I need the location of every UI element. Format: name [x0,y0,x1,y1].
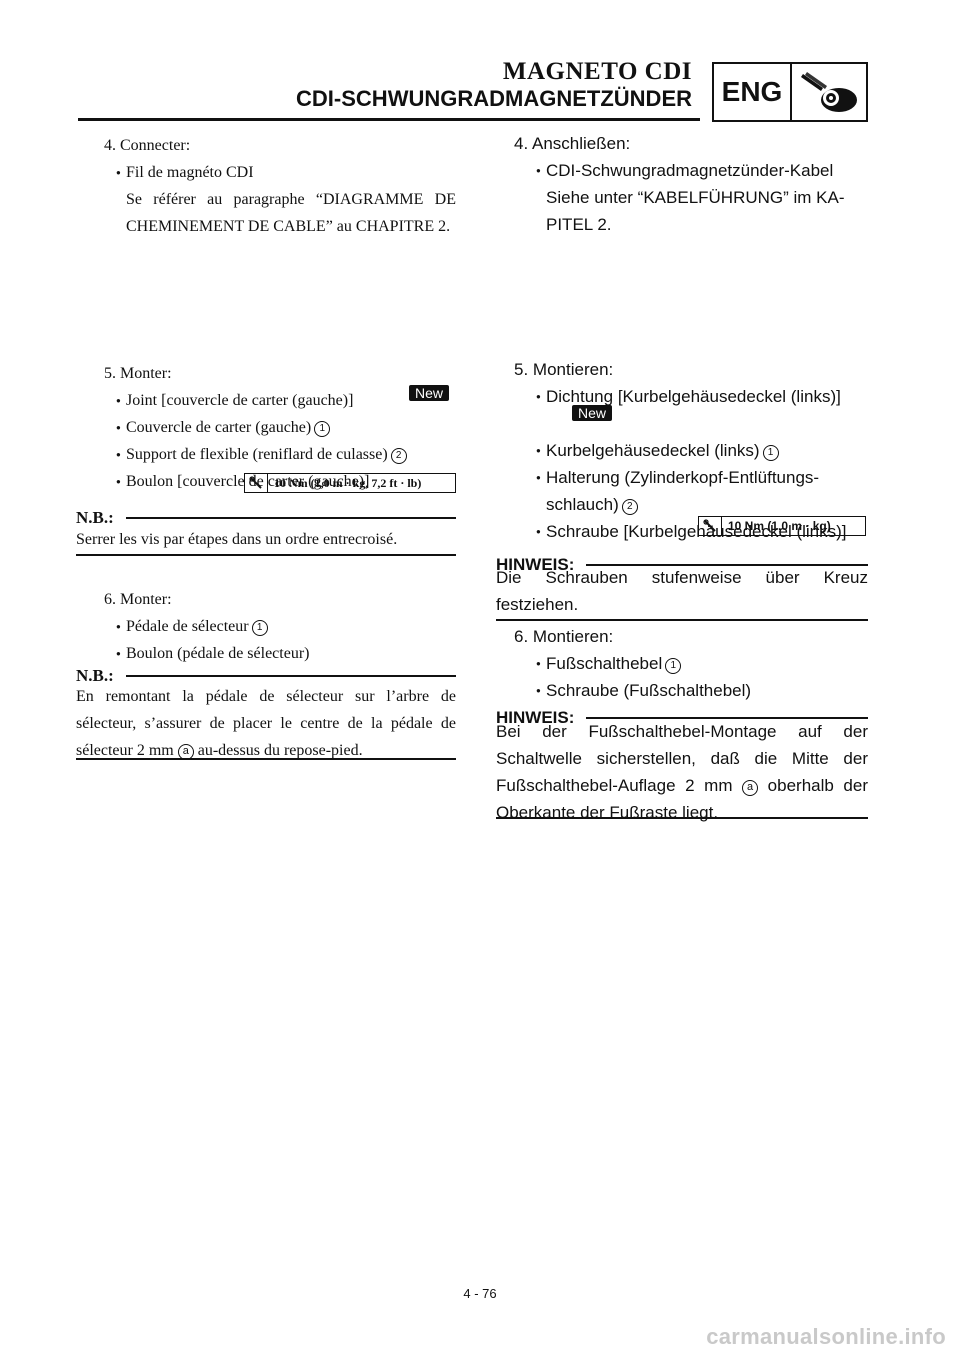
ref-marker-1: 1 [665,658,682,674]
ref-marker-1: 1 [251,620,268,636]
fr-note2-body: En remontant la pédale de sélecteur sur … [76,688,456,760]
electrical-coil-icon [792,64,866,120]
fr-step5-bullet-gasket: Joint [couvercle de carter (gauche)] [76,387,456,414]
fr-step4: 4. Connecter: Fil de magnéto CDI Se réfé… [76,132,456,240]
fr-step4-title: 4. Connecter: [104,137,191,154]
wrench-icon [699,517,722,535]
de-note2-heading: HINWEIS: [496,708,868,728]
fr-note1-rule [76,554,456,556]
ref-marker-2: 2 [390,448,407,464]
ref-marker-1: 1 [762,445,779,461]
fr-note2-rule [76,758,456,760]
de-note2-body: Bei der Fußschalthebel-Montage auf der S… [496,722,868,822]
de-step4-bullet: CDI-Schwungradmagnetzünder-Kabel [496,157,868,184]
de-step6-bullet-bolt: Schraube (Fußschalthebel) [496,677,868,704]
fr-note1-heading: N.B.: [76,508,456,528]
fr-step4-reference: Se référer au paragraphe “DIAGRAMME DE C… [126,191,456,235]
de-step5-bullet-holder-cont: schlauch)2 [496,491,868,518]
watermark: carmanualsonline.info [706,1324,946,1349]
fr-step5-bullet-holder: Support de flexible (reniflard de culass… [76,441,456,468]
de-note1-body: Die Schrauben stufenweise über Kreuz fes… [496,568,868,614]
fr-step4-bullet: Fil de magnéto CDI [76,159,456,186]
de-step6-title: 6. Montieren: [514,627,614,646]
wrench-icon [245,474,268,492]
de-step4-reference-line1: Siehe unter “KABELFÜHRUNG” im KA- [546,188,845,207]
de-step5-bullet-gasket: Dichtung [Kurbelgehäusedeckel (links)] [496,383,868,410]
de-step4: 4. Anschließen: CDI-Schwungradmagnetzünd… [496,130,868,238]
chapter-label: ENG [714,64,792,120]
chapter-badge: ENG [712,62,868,122]
de-step5-bullet-holder: Halterung (Zylinderkopf-Entlüftungs- [496,464,868,491]
fr-step6-bullet-bolt: Boulon (pédale de sélecteur) [76,640,456,667]
ref-marker-1: 1 [314,421,331,437]
de-torque-spec: 10 Nm (1,0 m · kg) [698,516,866,536]
de-step5-bullet-bolt: Schraube [Kurbelgehäusedeckel (links)] [496,518,868,545]
new-part-badge: New [572,405,613,421]
page-number: 4 - 76 [463,1286,497,1301]
de-note2-rule [496,817,868,819]
de-step5: 5. Montieren: Dichtung [Kurbelgehäusedec… [496,356,868,545]
de-new-badge-row [496,410,868,437]
fr-torque-spec: 10 Nm (1,0 m · kg, 7,2 ft · lb) [244,473,456,493]
fr-step5-bullet-cover: Couvercle de carter (gauche)1 [76,414,456,441]
section-title-de: CDI-SCHWUNGRADMAGNETZÜNDER [296,86,692,111]
de-note1-rule [496,619,868,621]
fr-note2-heading: N.B.: [76,666,456,686]
de-step5-bullet-cover: Kurbelgehäusedeckel (links)1 [496,437,868,464]
de-step4-reference-line2: PITEL 2. [546,215,612,234]
ref-marker-2: 2 [621,499,638,515]
header-rule [78,118,700,121]
de-step4-title: 4. Anschließen: [514,134,631,153]
fr-step6-title: 6. Monter: [104,591,172,608]
fr-step5-bullet-bolt: Boulon [couvercle de carter (gauche)] [76,468,456,495]
section-title-en: MAGNETO CDI [502,58,692,85]
de-step5-title: 5. Montieren: [514,360,614,379]
fr-step5-title: 5. Monter: [104,365,172,382]
new-part-badge: New [409,385,450,401]
dimension-marker-a: a [742,780,759,796]
fr-note1-body: Serrer les vis par étapes dans un ordre … [76,531,398,548]
de-note1-heading: HINWEIS: [496,555,868,575]
fr-step5: 5. Monter: Joint [couvercle de carter (g… [76,360,456,495]
